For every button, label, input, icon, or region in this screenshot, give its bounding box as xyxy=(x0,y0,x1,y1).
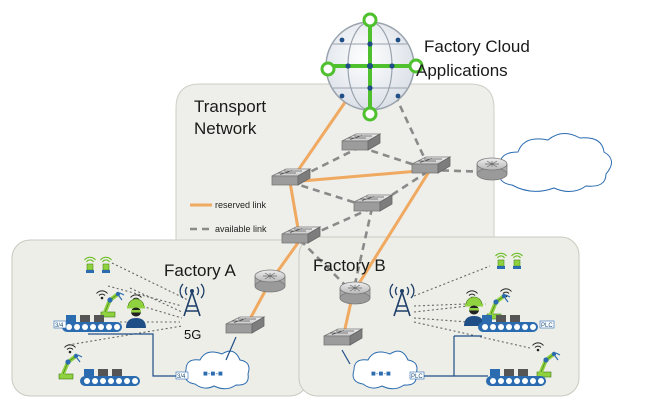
cloud-icon xyxy=(352,350,418,390)
label-plc: PLC xyxy=(411,374,423,380)
factory-a-devices: 3/4 5G 3/4 xyxy=(53,256,237,386)
plc-box xyxy=(53,320,67,329)
label-5g: 5G xyxy=(184,327,201,342)
cloud-icon xyxy=(498,133,612,192)
factory-b-label: Factory B xyxy=(313,256,386,275)
router-icon xyxy=(476,157,508,181)
router-icon xyxy=(254,269,286,293)
cloud-label-line2: Applications xyxy=(416,61,508,80)
plc-box xyxy=(175,371,189,380)
cloud-label-line1: Factory Cloud xyxy=(424,37,530,56)
legend-available-label: available link xyxy=(215,224,267,234)
transport-network-region xyxy=(175,83,495,245)
router-icon xyxy=(339,281,371,305)
transport-label-line1: Transport xyxy=(194,97,266,116)
label-small-box: 3/4 xyxy=(55,323,64,329)
globe-icon xyxy=(320,12,424,122)
factory-b-region xyxy=(298,236,580,397)
label-small-box: 3/4 xyxy=(177,374,186,380)
label-plc: PLC xyxy=(541,323,553,329)
plc-box xyxy=(539,320,555,329)
factory-a-label: Factory A xyxy=(164,261,236,280)
cloud-dots-a: ■-■-■ xyxy=(203,369,223,378)
cloud-dots-b: ■-■-■ xyxy=(371,369,391,378)
legend: reserved link available link xyxy=(215,200,267,234)
transport-label-line2: Network xyxy=(194,119,257,138)
legend-reserved-label: reserved link xyxy=(215,200,267,210)
factory-b-devices: PLC PLC xyxy=(341,252,562,386)
cloud-icon xyxy=(184,350,250,390)
